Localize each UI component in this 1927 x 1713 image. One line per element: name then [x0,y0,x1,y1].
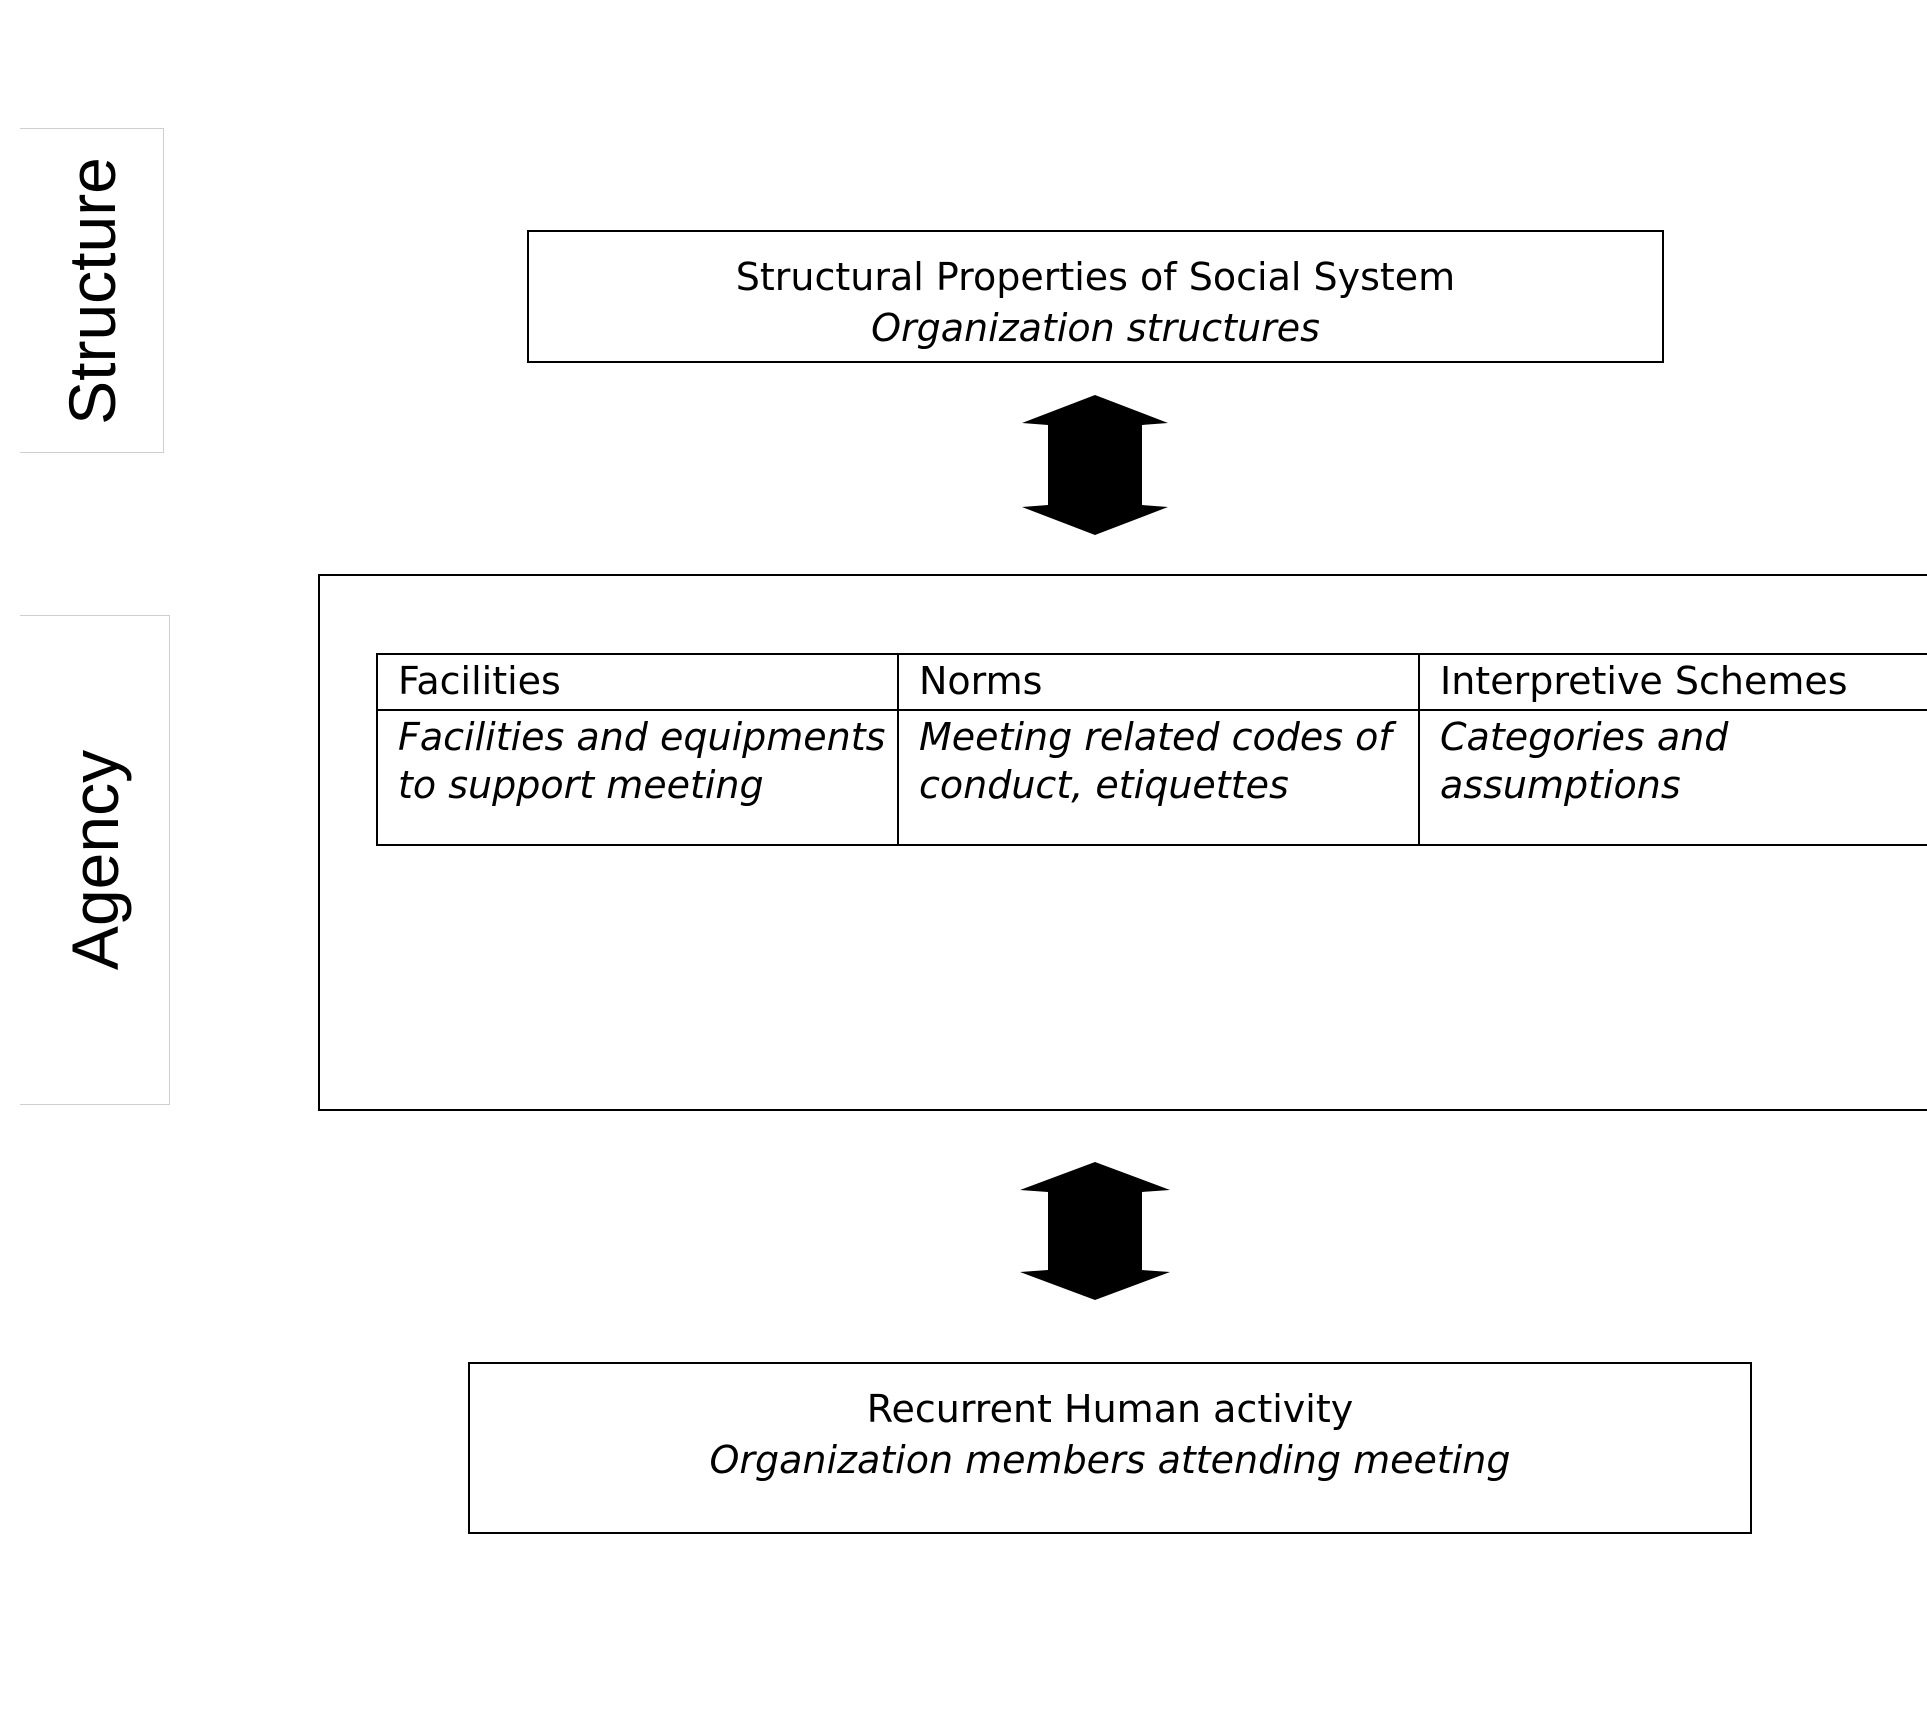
agency-label-text: Agency [57,749,132,971]
agency-modalities-table: Facilities Norms Interpretive Schemes Fa… [376,653,1927,846]
agency-side-label: Agency [20,615,170,1105]
double-headed-arrow-icon [1022,395,1168,535]
facilities-header: Facilities [376,653,899,711]
structure-label-text: Structure [54,156,129,425]
norms-header: Norms [897,653,1420,711]
interpretive-schemes-header: Interpretive Schemes [1418,653,1927,711]
table-header-row: Facilities Norms Interpretive Schemes [376,653,1927,711]
facilities-description: Facilities and equipments to support mee… [376,709,899,846]
recurrent-activity-subtitle: Organization members attending meeting [709,1438,1511,1482]
structural-properties-box: Structural Properties of Social System O… [527,230,1664,363]
norms-description: Meeting related codes of conduct, etique… [897,709,1420,846]
structural-properties-title: Structural Properties of Social System [735,255,1456,299]
recurrent-activity-title: Recurrent Human activity [866,1387,1354,1431]
double-headed-arrow-icon [1020,1162,1170,1300]
interpretive-schemes-description: Categories and assumptions [1418,709,1927,846]
structure-side-label: Structure [20,128,164,453]
table-row: Facilities and equipments to support mee… [376,709,1927,846]
structural-properties-subtitle: Organization structures [871,306,1320,350]
recurrent-activity-box: Recurrent Human activity Organization me… [468,1362,1752,1534]
